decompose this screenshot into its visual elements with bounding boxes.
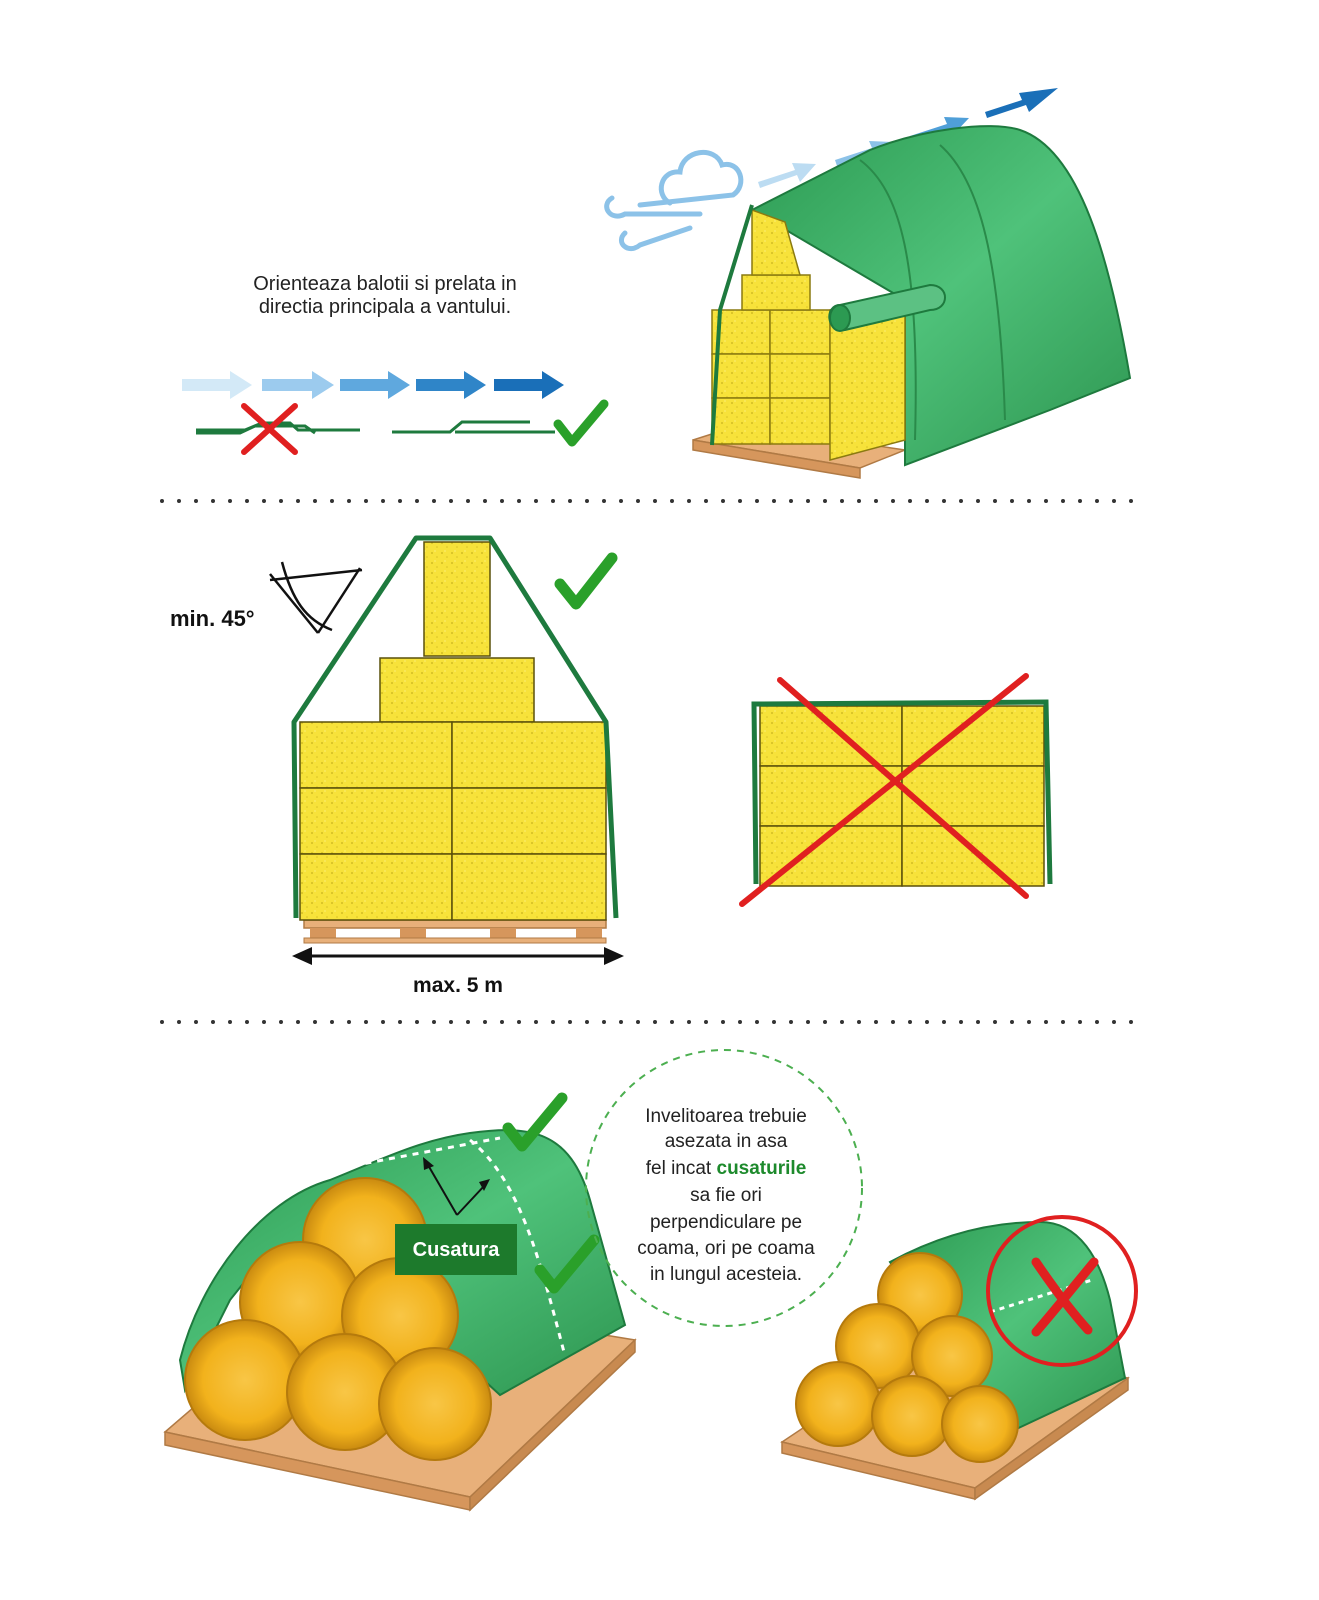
check-mark-icon xyxy=(554,552,618,610)
instruction-line-2: directia principala a vantului. xyxy=(259,296,511,318)
note-line-6: coama, ori pe coama xyxy=(637,1238,815,1259)
wind-arrow-icon xyxy=(182,371,564,399)
angle-label: min. 45° xyxy=(170,606,255,631)
tarp-outline-bad xyxy=(751,699,1053,885)
check-mark-icon xyxy=(553,399,609,447)
note-circle xyxy=(585,1049,863,1327)
seam-line-across xyxy=(329,1136,501,1172)
seam-line-along xyxy=(469,1138,567,1357)
width-label: max. 5 m xyxy=(413,974,503,997)
section-wind-orientation: Orienteaza balotii si prelata in directi… xyxy=(182,88,1132,479)
note-text: Invelitoarea trebuie asezata in asa fel … xyxy=(637,1106,815,1285)
cross-circle xyxy=(986,1215,1138,1367)
cross-mark-icon xyxy=(739,673,1029,907)
round-bales-right xyxy=(795,1252,1019,1463)
note-line-2: asezata in asa xyxy=(665,1131,788,1152)
wind-cloud-icon xyxy=(604,149,744,252)
tarp-outline-good xyxy=(291,535,619,919)
check-mark-icon xyxy=(534,1234,600,1294)
seam-label-text: Cusatura xyxy=(413,1239,501,1261)
round-bales-left xyxy=(184,1177,492,1461)
section-stack-shape: min. 45° max. 5 m xyxy=(170,535,1053,997)
note-highlight: cusaturile xyxy=(717,1158,807,1179)
check-mark-icon xyxy=(502,1092,568,1152)
cross-mark-icon xyxy=(1031,1257,1099,1337)
section-seam-orientation: Cusatura Invelitoarea trebuie asezata in… xyxy=(163,1049,1138,1512)
note-line-1: Invelitoarea trebuie xyxy=(645,1106,807,1127)
note-line-7: in lungul acesteia. xyxy=(650,1264,802,1285)
pallet xyxy=(303,919,607,944)
instruction-line-1: Orienteaza balotii si prelata in xyxy=(253,273,516,295)
covered-haystack xyxy=(710,125,1132,467)
note-line-5: perpendiculare pe xyxy=(650,1212,802,1233)
correct-overlap-diagram xyxy=(392,399,609,447)
note-line-3-prefix: fel incat xyxy=(646,1158,717,1179)
good-bale-stack xyxy=(299,541,607,921)
angle-icon xyxy=(269,561,363,634)
note-line-4: sa fie ori xyxy=(690,1185,762,1206)
cross-mark-icon xyxy=(241,403,298,455)
wrong-overlap-diagram xyxy=(196,403,360,455)
seam-label: Cusatura xyxy=(395,1224,517,1275)
seam-arrows xyxy=(427,1164,486,1216)
double-arrow-icon xyxy=(292,947,624,965)
seam-line-wrong xyxy=(989,1278,1093,1314)
note-line-3: fel incat cusaturile xyxy=(646,1158,807,1179)
